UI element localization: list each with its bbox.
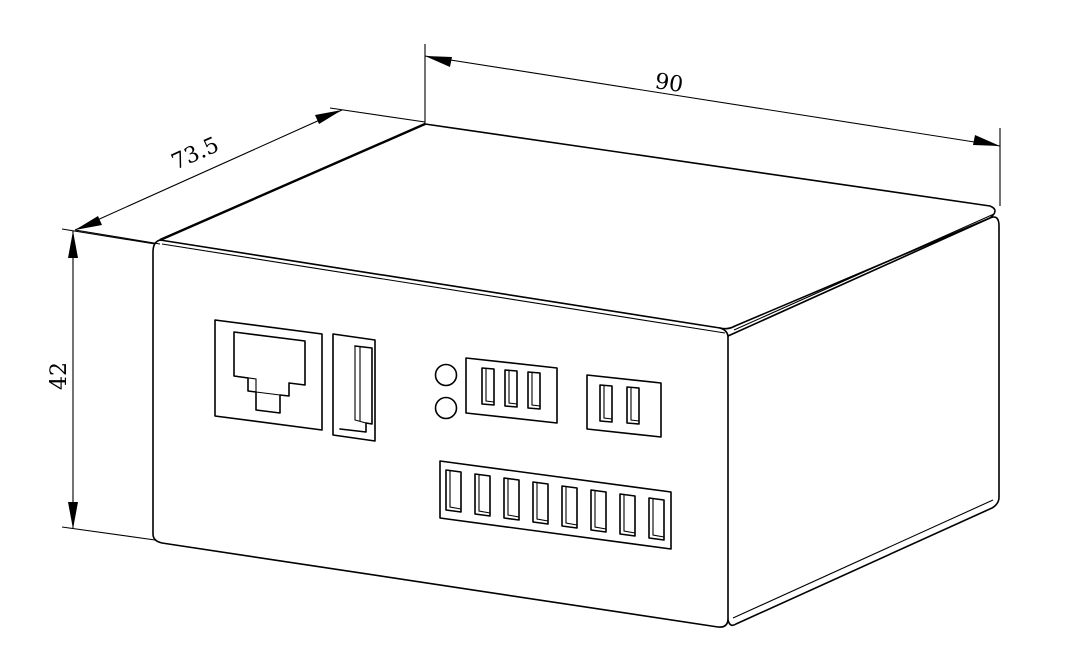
- terminal-block-8pin: [439, 460, 672, 550]
- device-body: [152, 122, 1000, 628]
- side-slot: [332, 333, 376, 442]
- dimension-width-label: 90: [653, 69, 685, 98]
- front-face: [152, 239, 729, 628]
- led-2: [434, 396, 458, 420]
- dimension-depth-label: 73.5: [168, 133, 223, 176]
- dimension-height: 42: [47, 228, 156, 541]
- top-face: [159, 123, 996, 330]
- rj45-port: [214, 319, 323, 431]
- terminal-block-3pin: [465, 357, 558, 424]
- dimension-width: 90: [424, 44, 1001, 206]
- side-face: [727, 216, 1000, 627]
- led-1: [434, 363, 458, 387]
- dimension-height-label: 42: [47, 362, 72, 390]
- terminal-block-2pin: [586, 374, 662, 438]
- top-rear-edge: [159, 122, 426, 242]
- dimension-depth: 73.5: [74, 107, 426, 245]
- led-indicators: [434, 363, 458, 420]
